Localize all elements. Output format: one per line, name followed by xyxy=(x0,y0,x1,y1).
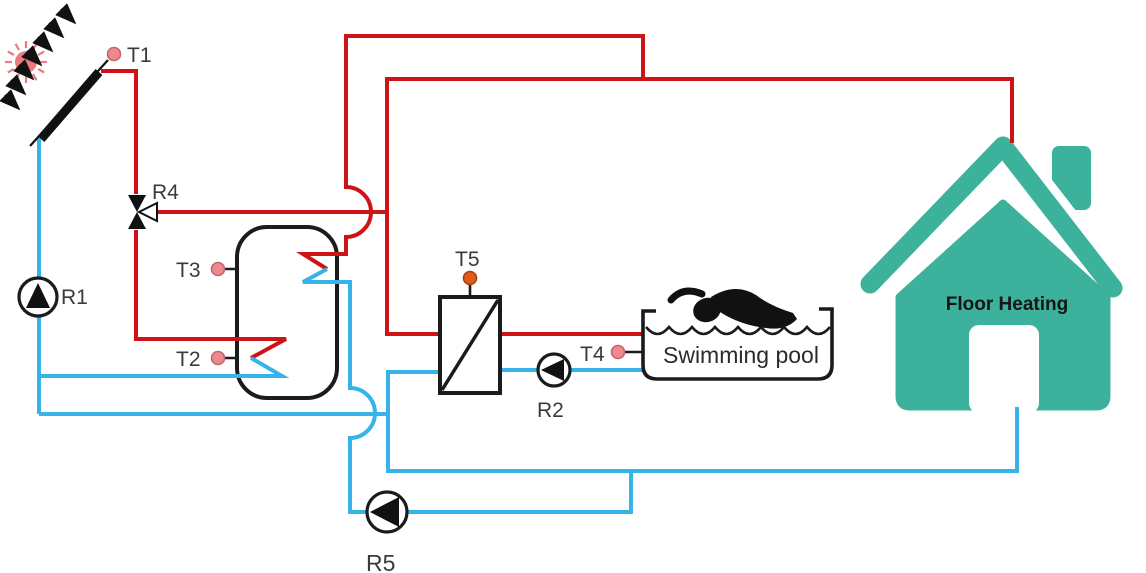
label-t1: T1 xyxy=(127,44,152,67)
house-body xyxy=(895,199,1111,411)
swimmer-icon xyxy=(667,287,797,329)
storage-tank xyxy=(235,225,339,400)
pipe-tank-upper-coil-hot-out xyxy=(296,34,645,271)
hot-pipes xyxy=(101,34,1014,360)
swimming-pool-label: Swimming pool xyxy=(663,342,819,368)
house-icon: Floor Heating xyxy=(852,128,1131,413)
swimming-pool: Swimming pool xyxy=(641,287,834,381)
collector-absorber xyxy=(37,69,103,142)
pipe-return-riser-r5 xyxy=(302,267,633,514)
label-r4: R4 xyxy=(152,181,179,204)
pool-basin xyxy=(641,307,834,381)
label-t4: T4 xyxy=(580,343,605,366)
pump-r5-arrow-left xyxy=(370,497,399,527)
floor-heating-label: Floor Heating xyxy=(946,294,1068,315)
pipe-tank-lower-coil-out xyxy=(39,356,290,378)
sensors xyxy=(106,46,643,366)
solar-collector xyxy=(29,59,109,147)
pump-r1 xyxy=(17,276,59,318)
t3-sensor-dot xyxy=(210,261,226,277)
label-r5: R5 xyxy=(366,550,395,573)
pipe-house-return xyxy=(386,370,1019,473)
irradiance-arrows xyxy=(0,3,77,111)
label-t3: T3 xyxy=(176,259,201,282)
t5-sensor-dot xyxy=(462,270,478,286)
pump-r1-arrow-up xyxy=(26,283,50,308)
cold-pipes xyxy=(37,138,1019,514)
t4-sensor-dot xyxy=(610,344,626,360)
house-roof xyxy=(860,136,1123,298)
label-t5: T5 xyxy=(455,248,480,271)
valve-r4-icon xyxy=(128,195,158,229)
label-t2: T2 xyxy=(176,348,201,371)
pipe-supply-bus-house-and-exchanger xyxy=(385,77,1014,336)
label-r1: R1 xyxy=(61,286,88,309)
label-r2: R2 xyxy=(537,399,564,422)
t2-sensor-dot xyxy=(210,350,226,366)
house-door xyxy=(969,325,1039,413)
heat-exchanger xyxy=(438,295,502,395)
pump-r2 xyxy=(536,352,572,388)
pump-r2-arrow-left xyxy=(541,359,564,381)
sun-icon xyxy=(5,41,47,83)
pool-water-wave xyxy=(644,324,832,336)
pump-r5 xyxy=(365,490,409,534)
pipe-valve-to-tank-lower-coil xyxy=(134,230,287,360)
pipe-collector-to-valve xyxy=(101,69,138,194)
t1-sensor-dot xyxy=(106,46,122,62)
